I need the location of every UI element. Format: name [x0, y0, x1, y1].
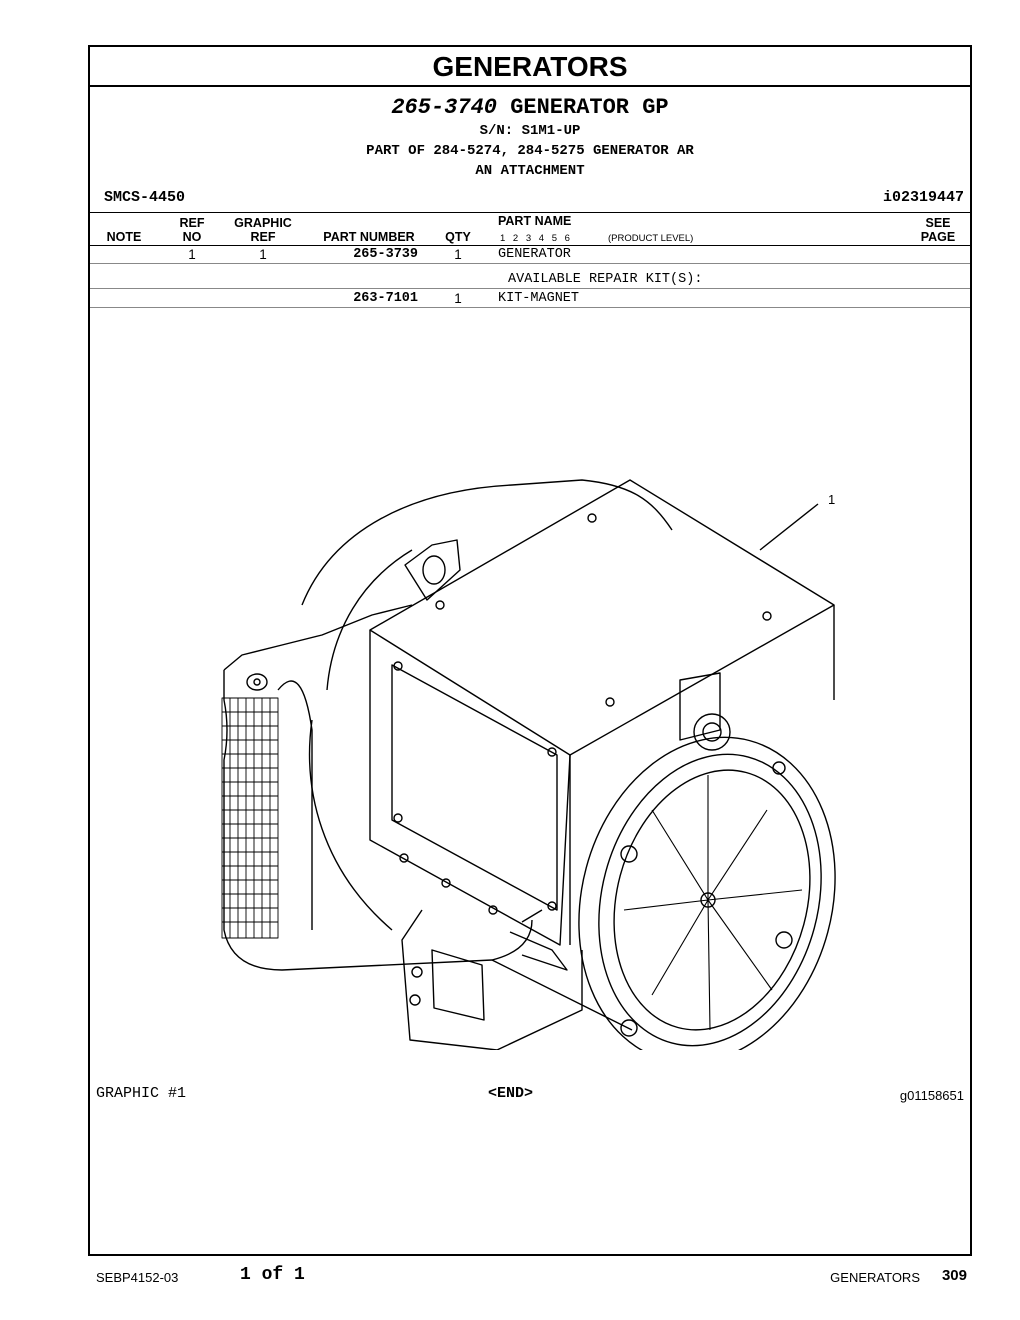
header-qty: QTY: [445, 230, 471, 244]
row3-rule: [90, 307, 970, 308]
terminal-box-top: [369, 479, 835, 756]
row2-rule: [90, 288, 970, 289]
fan-cover: [223, 670, 533, 971]
header-see-2: PAGE: [920, 230, 956, 244]
row3-part-name: KIT-MAGNET: [498, 291, 580, 306]
header-ref-2: NO: [182, 230, 202, 244]
header-graphic-2: REF: [250, 230, 276, 244]
footer-section: GENERATORS: [830, 1270, 920, 1285]
graphic-label: GRAPHIC #1: [96, 1085, 187, 1102]
callout-leader: [759, 503, 819, 551]
header-bottom-rule: [90, 245, 970, 246]
header-level-digits: 1 2 3 4 5 6: [500, 233, 570, 244]
row1-rule: [90, 263, 970, 264]
drive-end-frame: [578, 736, 836, 1050]
smcs-code: SMCS-4450: [104, 189, 186, 206]
rear-bell: [301, 479, 673, 606]
page-title: GENERATORS: [90, 47, 970, 87]
doc-number: SEBP4152-03: [96, 1270, 179, 1285]
illustration-id: i02319447: [882, 189, 964, 206]
group-number: 265-3740: [391, 95, 497, 120]
page-number: 309: [941, 1267, 967, 1284]
group-name: GENERATOR GP: [510, 95, 669, 120]
part-of: PART OF 284-5274, 284-5275 GENERATOR AR: [366, 143, 694, 159]
end-label: <END>: [488, 1085, 534, 1102]
row1-ref-no: 1: [188, 247, 196, 262]
serial-number: S/N: S1M1-UP: [479, 123, 581, 139]
lifting-eye: [404, 539, 461, 601]
header-see-1: SEE: [925, 216, 951, 230]
attachment-note: AN ATTACHMENT: [475, 163, 585, 179]
callout-label: 1: [828, 492, 835, 507]
mounting-foot: [401, 909, 583, 1050]
row1-qty: 1: [454, 247, 462, 262]
graphic-id: g01158651: [899, 1088, 964, 1103]
page-frame: GENERATORS 265-3740 GENERATOR GP S/N: S1…: [88, 45, 972, 1256]
fan-spokes: [623, 775, 803, 1031]
row3-part-number[interactable]: 263-7101: [353, 291, 418, 306]
terminal-box-front: [369, 630, 571, 946]
header-product-level: (PRODUCT LEVEL): [608, 233, 694, 244]
row1-part-name: GENERATOR: [498, 247, 571, 262]
row1-graphic-ref: 1: [259, 247, 267, 262]
row3-qty: 1: [454, 291, 462, 306]
header-note: NOTE: [106, 230, 142, 244]
page-of: 1 of 1: [240, 1265, 305, 1285]
group-heading: 265-3740 GENERATOR GP: [90, 95, 970, 120]
header-part-number: PART NUMBER: [323, 230, 415, 244]
vent-grille: [221, 697, 279, 939]
row1-part-number[interactable]: 265-3739: [353, 247, 418, 262]
header-ref-1: REF: [179, 216, 205, 230]
table-top-rule: [90, 212, 970, 213]
header-part-name: PART NAME: [498, 214, 572, 228]
repair-kit-label: AVAILABLE REPAIR KIT(S):: [508, 272, 703, 287]
generator-illustration: 1: [221, 479, 836, 1050]
header-graphic-1: GRAPHIC: [234, 216, 292, 230]
